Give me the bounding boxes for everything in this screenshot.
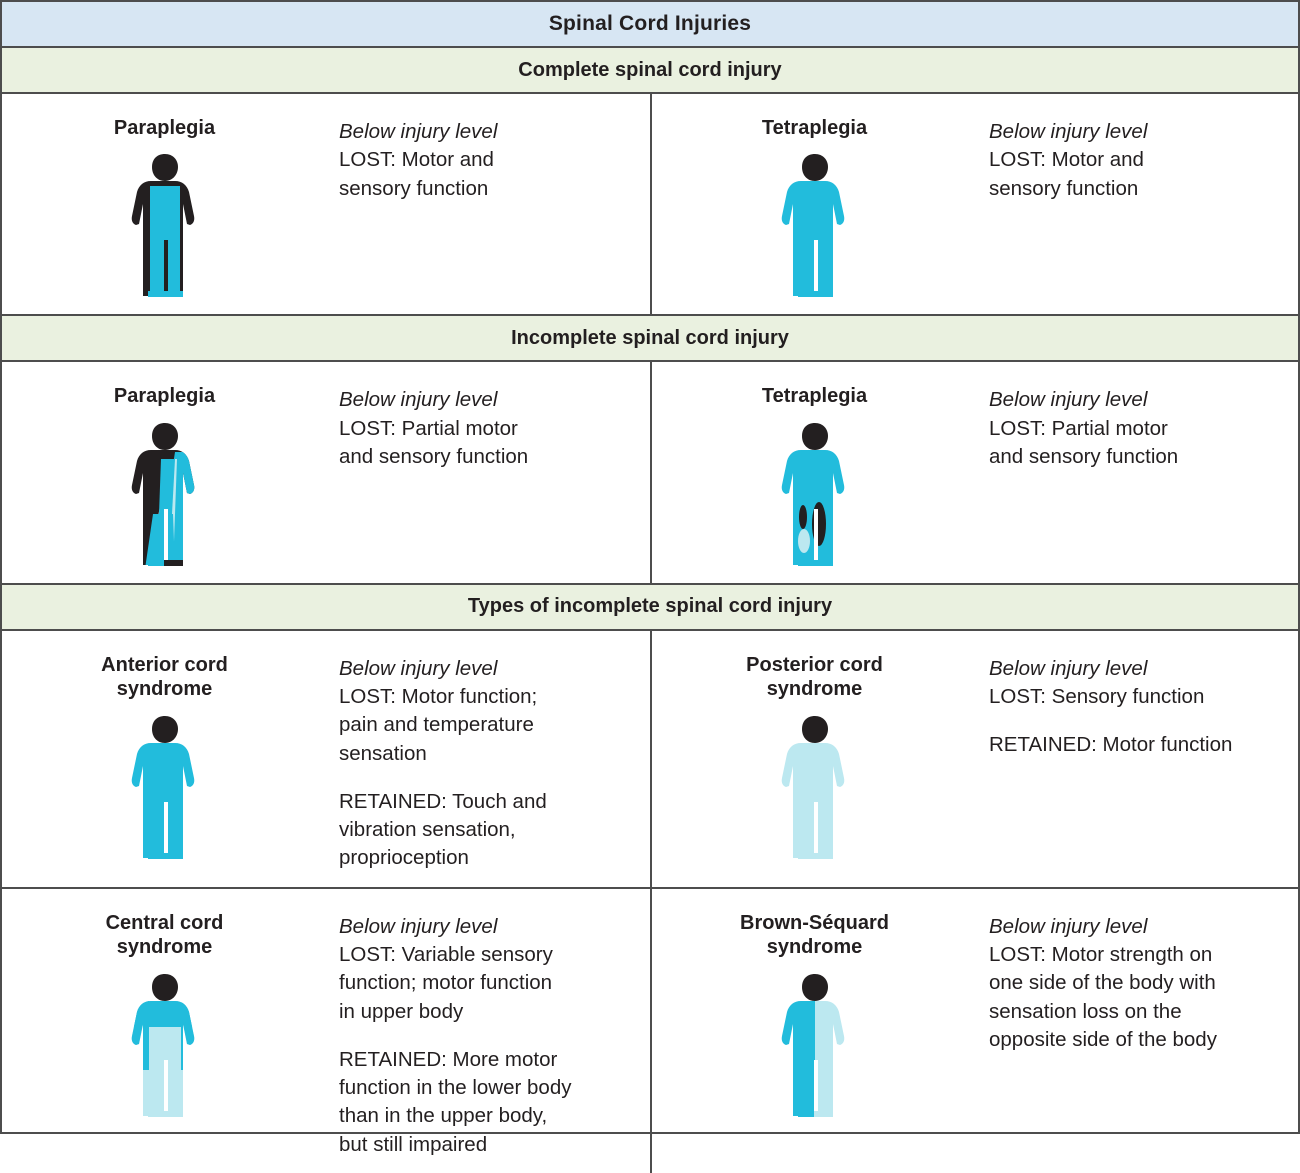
- description-line: sensory function: [339, 176, 489, 200]
- section-header-label: Complete spinal cord injury: [518, 58, 782, 81]
- cell-label: Paraplegia: [113, 117, 216, 139]
- description-block: Below injury level LOST: Motor strength …: [989, 913, 1276, 1054]
- description-block: Below injury level LOST: Sensory functio…: [989, 655, 1276, 712]
- description-line: RETAINED: More motor: [339, 1047, 558, 1071]
- cell-label: Posterior cord syndrome: [746, 653, 883, 701]
- figure-column: Tetraplegia: [652, 374, 977, 568]
- description-block: Below injury level LOST: Partial motor a…: [339, 386, 628, 471]
- row-anterior-posterior: Anterior cord syndrome Below injury leve…: [2, 630, 1298, 889]
- description-block: RETAINED: Touch and vibration sensation,…: [339, 788, 628, 873]
- description-line: and sensory function: [339, 444, 529, 468]
- row-incomplete: Paraplegia: [2, 362, 1298, 585]
- figure-tetraplegia-incomplete: [767, 419, 863, 569]
- description-column: Below injury level LOST: Motor function;…: [327, 643, 650, 873]
- figure-paraplegia-incomplete: [117, 419, 213, 569]
- description-line: LOST: Motor and: [339, 148, 494, 172]
- section-header-label: Types of incomplete spinal cord injury: [467, 595, 833, 618]
- description-line: but still impaired: [339, 1132, 488, 1156]
- description-line: LOST: Partial motor: [989, 416, 1168, 440]
- description-column: Below injury level LOST: Sensory functio…: [977, 643, 1298, 873]
- cell-anterior-cord-syndrome: Anterior cord syndrome Below injury leve…: [2, 631, 650, 887]
- description-line: vibration sensation,: [339, 818, 516, 842]
- section-header-incomplete: Incomplete spinal cord injury: [2, 316, 1298, 363]
- description-line: pain and temperature: [339, 713, 534, 737]
- description-line: LOST: Sensory function: [989, 685, 1205, 709]
- row-complete: Paraplegia: [2, 94, 1298, 317]
- description-heading: Below injury level: [339, 120, 498, 143]
- description-line: RETAINED: Touch and: [339, 789, 547, 813]
- description-line: LOST: Partial motor: [339, 416, 518, 440]
- description-block: RETAINED: More motor function in the low…: [339, 1046, 628, 1159]
- description-line: one side of the body with: [989, 971, 1216, 995]
- description-line: opposite side of the body: [989, 1027, 1217, 1051]
- cell-tetraplegia-incomplete: Tetraplegia: [650, 362, 1298, 583]
- description-line: in upper body: [339, 999, 464, 1023]
- description-heading: Below injury level: [989, 120, 1148, 143]
- description-column: Below injury level LOST: Motor strength …: [977, 901, 1298, 1159]
- figure-anterior-cord-syndrome: [117, 712, 213, 862]
- section-header-complete: Complete spinal cord injury: [2, 48, 1298, 94]
- description-line: LOST: Variable sensory: [339, 943, 553, 967]
- figure-brown-sequard-syndrome: [767, 970, 863, 1120]
- cell-paraplegia-complete: Paraplegia: [2, 94, 650, 314]
- description-block: Below injury level LOST: Partial motor a…: [989, 386, 1276, 471]
- description-column: Below injury level LOST: Partial motor a…: [327, 374, 650, 568]
- figure-column: Posterior cord syndrome: [652, 643, 977, 873]
- cell-label: Tetraplegia: [761, 117, 868, 139]
- description-block: RETAINED: Motor function: [989, 731, 1276, 759]
- chart-title: Spinal Cord Injuries: [548, 12, 752, 35]
- description-line: function; motor function: [339, 971, 553, 995]
- description-heading: Below injury level: [339, 388, 498, 412]
- description-line: LOST: Motor strength on: [989, 943, 1213, 967]
- description-heading: Below injury level: [339, 914, 498, 938]
- cell-label: Paraplegia: [113, 385, 216, 408]
- figure-column: Central cord syndrome: [2, 901, 327, 1159]
- description-block: Below injury level LOST: Variable sensor…: [339, 913, 628, 1026]
- cell-tetraplegia-complete: Tetraplegia Below injury level LOST: Mot…: [650, 94, 1298, 315]
- description-line: LOST: Motor and: [989, 148, 1144, 172]
- description-line: than in the upper body,: [339, 1104, 548, 1128]
- cell-paraplegia-incomplete: Paraplegia: [2, 362, 650, 582]
- description-line: function in the lower body: [339, 1076, 572, 1100]
- figure-tetraplegia-complete: [767, 150, 863, 300]
- description-block: Below injury level LOST: Motor and senso…: [339, 118, 628, 203]
- figure-posterior-cord-syndrome: [767, 712, 863, 862]
- description-line: LOST: Motor function;: [339, 685, 538, 709]
- cell-central-cord-syndrome: Central cord syndrome: [2, 889, 650, 1173]
- cell-label: Anterior cord syndrome: [101, 653, 228, 701]
- cell-posterior-cord-syndrome: Posterior cord syndrome Below injury lev…: [650, 630, 1298, 887]
- figure-column: Brown-Séquard syndrome: [652, 901, 977, 1159]
- description-line: RETAINED: Motor function: [989, 733, 1233, 757]
- cell-label: Brown-Séquard syndrome: [740, 911, 889, 959]
- figure-column: Paraplegia: [2, 106, 327, 300]
- description-line: proprioception: [339, 846, 469, 870]
- figure-paraplegia-complete: [117, 150, 213, 300]
- figure-column: Tetraplegia: [652, 106, 977, 300]
- figure-column: Paraplegia: [2, 374, 327, 568]
- description-heading: Below injury level: [989, 914, 1148, 938]
- description-column: Below injury level LOST: Variable sensor…: [327, 901, 650, 1159]
- description-line: sensation loss on the: [989, 999, 1182, 1023]
- description-column: Below injury level LOST: Partial motor a…: [977, 374, 1298, 568]
- description-line: and sensory function: [989, 444, 1179, 468]
- figure-column: Anterior cord syndrome: [2, 643, 327, 873]
- description-block: Below injury level LOST: Motor and senso…: [989, 118, 1276, 203]
- cell-label: Tetraplegia: [761, 385, 868, 408]
- section-header-label: Incomplete spinal cord injury: [511, 326, 789, 349]
- row-central-brownsequard: Central cord syndrome: [2, 888, 1298, 1173]
- description-line: sensation: [339, 741, 427, 765]
- description-heading: Below injury level: [989, 656, 1148, 680]
- description-column: Below injury level LOST: Motor and senso…: [327, 106, 650, 300]
- description-block: Below injury level LOST: Motor function;…: [339, 655, 628, 768]
- description-line: sensory function: [989, 176, 1139, 200]
- cell-label: Central cord syndrome: [105, 911, 224, 959]
- section-header-types: Types of incomplete spinal cord injury: [2, 584, 1298, 631]
- description-heading: Below injury level: [989, 388, 1148, 412]
- figure-central-cord-syndrome: [117, 970, 213, 1120]
- chart-title-bar: Spinal Cord Injuries: [2, 0, 1298, 48]
- cell-brown-sequard-syndrome: Brown-Séquard syndrome: [650, 888, 1298, 1173]
- description-column: Below injury level LOST: Motor and senso…: [977, 106, 1298, 300]
- description-heading: Below injury level: [339, 656, 498, 680]
